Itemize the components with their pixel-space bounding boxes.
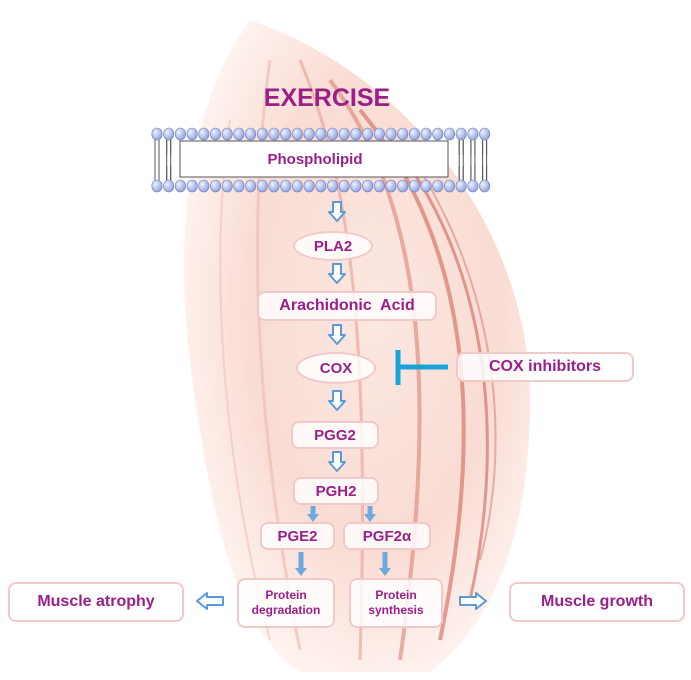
lipid-head xyxy=(467,179,479,193)
lipid-head xyxy=(362,127,374,141)
protein-degradation-line1: Protein xyxy=(265,588,307,602)
lipid-head xyxy=(385,179,397,193)
protein-degradation-node: Protein degradation xyxy=(237,578,335,628)
lipid-head xyxy=(210,127,222,141)
lipid-head xyxy=(256,127,268,141)
phospholipid-label: Phospholipid xyxy=(267,151,363,168)
cox-node: COX xyxy=(296,352,376,384)
lipid-head xyxy=(151,179,163,193)
lipid-head xyxy=(151,127,163,141)
lipid-head xyxy=(221,179,233,193)
arrow-to-protein-synthesis xyxy=(379,552,391,576)
arrow-to-muscle-growth xyxy=(459,592,487,610)
lipid-head xyxy=(315,127,327,141)
lipid-head xyxy=(268,127,280,141)
lipid-head xyxy=(303,179,315,193)
lipid-head xyxy=(408,179,420,193)
lipid-head xyxy=(174,127,186,141)
lipid-head xyxy=(163,127,175,141)
lipid-head xyxy=(163,179,175,193)
protein-degradation-line2: degradation xyxy=(251,603,321,617)
lipid-head xyxy=(350,179,362,193)
arrow-to-muscle-atrophy xyxy=(196,592,224,610)
phospholipid-bilayer xyxy=(151,127,491,193)
arrow-to-pla2 xyxy=(328,201,346,222)
lipid-head xyxy=(256,179,268,193)
lipid-head xyxy=(186,179,198,193)
lipid-head xyxy=(291,127,303,141)
lipid-head xyxy=(280,179,292,193)
lipid-head xyxy=(221,127,233,141)
lipid-head xyxy=(198,127,210,141)
lipid-head xyxy=(245,179,257,193)
arrow-to-protein-degradation xyxy=(295,552,307,576)
lipid-head xyxy=(397,179,409,193)
lipid-head xyxy=(233,179,245,193)
lipid-head xyxy=(455,179,467,193)
lipid-head xyxy=(432,179,444,193)
arrow-to-pgh2 xyxy=(328,451,346,472)
lipid-head xyxy=(245,127,257,141)
muscle-atrophy-node: Muscle atrophy xyxy=(8,582,184,622)
lipid-head xyxy=(432,127,444,141)
arrow-to-pgg2 xyxy=(328,390,346,411)
lipid-head xyxy=(303,127,315,141)
lipid-head xyxy=(420,127,432,141)
pgf2a-node: PGF2α xyxy=(343,522,431,550)
inhibition-bar xyxy=(395,350,448,385)
lipid-head xyxy=(455,127,467,141)
lipid-head xyxy=(326,127,338,141)
protein-synthesis-line2: synthesis xyxy=(368,603,424,617)
exercise-title: EXERCISE xyxy=(263,84,391,112)
lipid-head xyxy=(397,127,409,141)
arrow-to-cox xyxy=(328,324,346,345)
protein-synthesis-line1: Protein xyxy=(375,588,417,602)
lipid-head xyxy=(443,127,455,141)
pgh2-node: PGH2 xyxy=(293,477,379,505)
muscle-background xyxy=(184,20,530,672)
cox-inhibitors-node: COX inhibitors xyxy=(456,352,634,382)
lipid-head xyxy=(373,127,385,141)
arachidonic-acid-node: Arachidonic Acid xyxy=(257,291,437,321)
membrane-core xyxy=(179,140,449,178)
pge2-node: PGE2 xyxy=(260,522,335,550)
lipid-head xyxy=(408,127,420,141)
lipid-head xyxy=(186,127,198,141)
lipid-head xyxy=(315,179,327,193)
muscle-growth-node: Muscle growth xyxy=(509,582,685,622)
lipid-head xyxy=(174,179,186,193)
lipid-head xyxy=(210,179,222,193)
pathway-arrows xyxy=(196,201,487,610)
arrow-to-pge2 xyxy=(307,506,319,522)
lipid-head xyxy=(479,179,491,193)
arrow-to-pgf2a xyxy=(364,506,376,522)
lipid-head xyxy=(385,127,397,141)
lipid-head xyxy=(479,127,491,141)
lipid-head xyxy=(467,127,479,141)
pgg2-node: PGG2 xyxy=(291,421,379,449)
lipid-head xyxy=(233,127,245,141)
lipid-head xyxy=(443,179,455,193)
pla2-node: PLA2 xyxy=(293,231,373,261)
lipid-head xyxy=(350,127,362,141)
arrow-to-arachidonic xyxy=(328,263,346,284)
lipid-head xyxy=(268,179,280,193)
lipid-head xyxy=(280,127,292,141)
lipid-head xyxy=(362,179,374,193)
lipid-head xyxy=(326,179,338,193)
lipid-head xyxy=(198,179,210,193)
lipid-head xyxy=(420,179,432,193)
lipid-head xyxy=(291,179,303,193)
lipid-head xyxy=(338,179,350,193)
protein-synthesis-node: Protein synthesis xyxy=(349,578,443,628)
lipid-head xyxy=(338,127,350,141)
lipid-head xyxy=(373,179,385,193)
